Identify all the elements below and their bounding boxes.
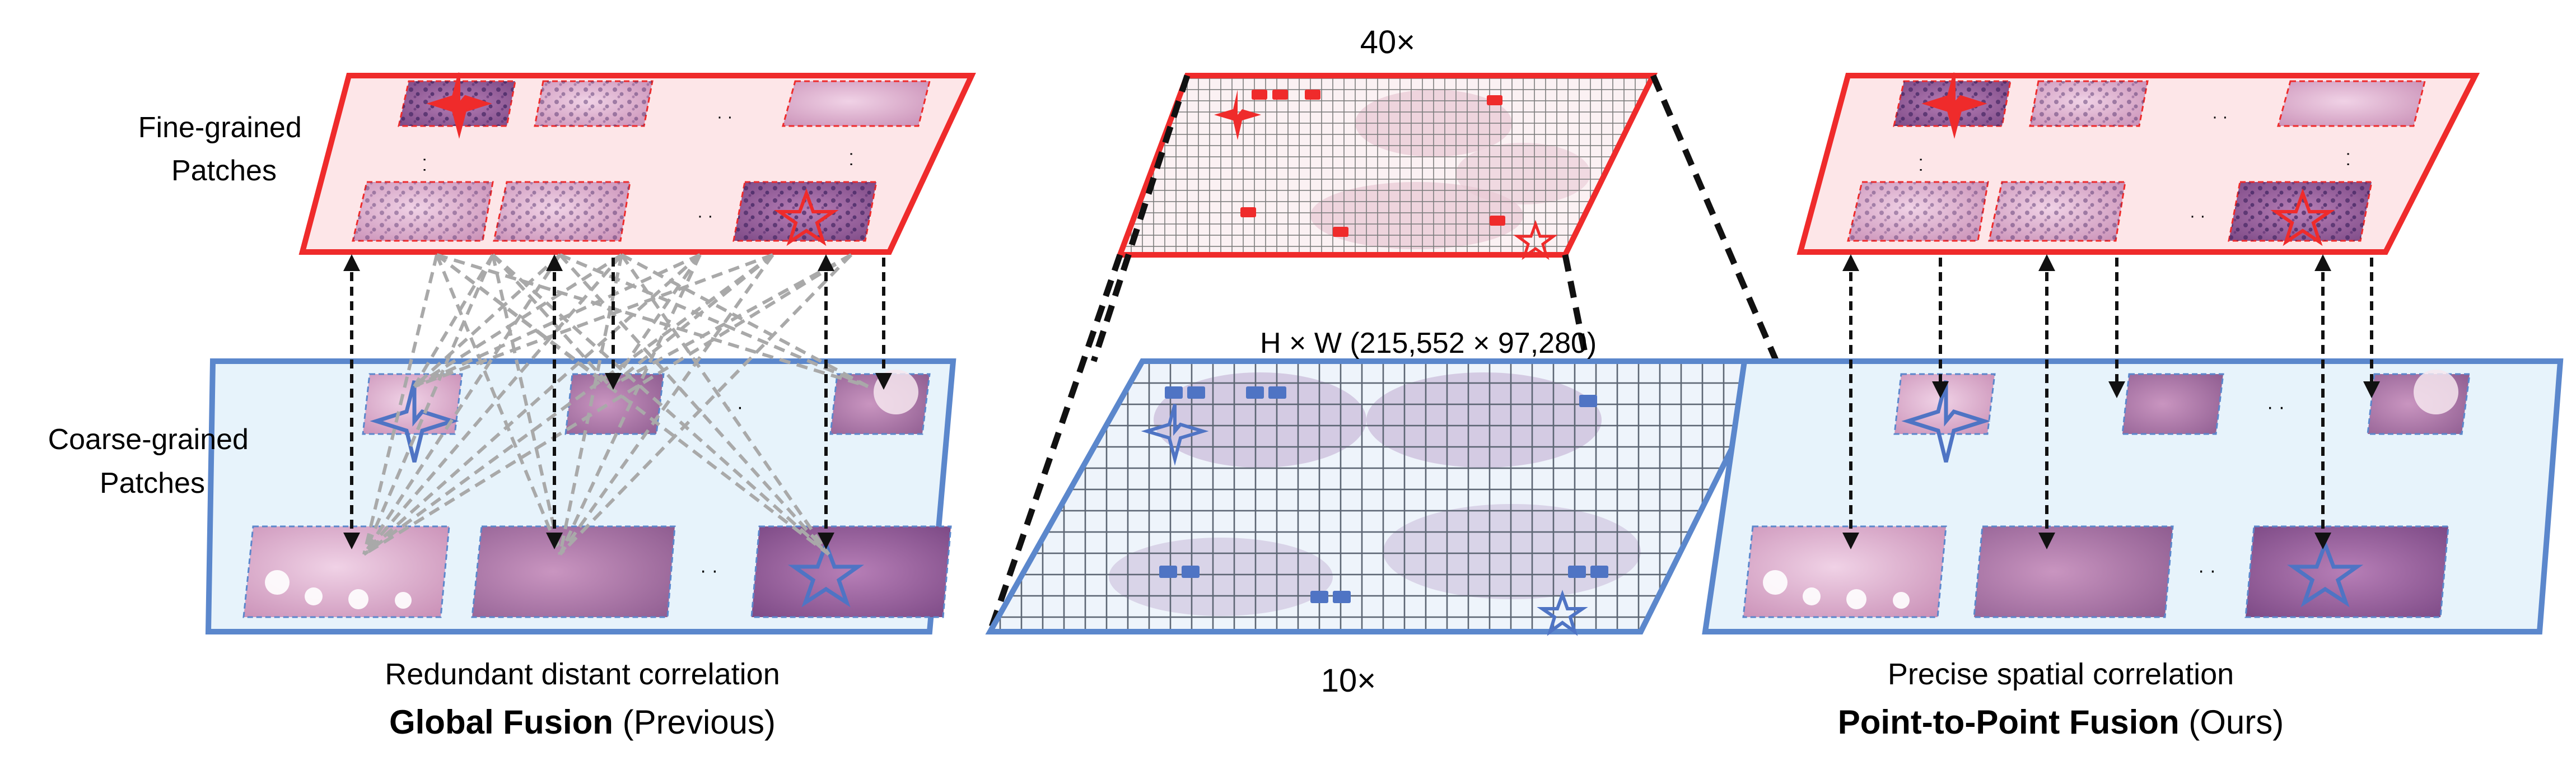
- ellipsis: · ·: [700, 560, 718, 581]
- ellipsis: · ·: [2212, 108, 2228, 126]
- star5-icon: [2286, 539, 2364, 608]
- patch-pair-icon: [1240, 90, 1505, 237]
- star4-icon: [426, 72, 492, 139]
- ellipsis: · ·: [843, 151, 861, 167]
- fine-patches-left: [352, 80, 931, 242]
- mag-40x-label: 40×: [1360, 24, 1415, 60]
- ellipsis: · ·: [2198, 560, 2216, 581]
- left-panel: · · · · · · · · · · · ·: [48, 72, 976, 741]
- coarse-patches-left: [242, 370, 952, 618]
- star5-icon: [774, 188, 839, 246]
- star4-icon: [1141, 404, 1209, 466]
- fine-patch: [2030, 81, 2148, 126]
- fine-patch: [2229, 182, 2372, 241]
- patch-pair-icon: [1159, 386, 1608, 603]
- ellipsis: · ·: [2190, 207, 2205, 225]
- fine-patch: [1848, 182, 1988, 241]
- ellipsis: · ·: [1912, 157, 1931, 172]
- fine-patch: [782, 80, 931, 127]
- fine-patch: [1989, 182, 2125, 241]
- distant-correlation-lines: [362, 253, 869, 556]
- fine-patches-right: [1847, 80, 2426, 242]
- star5-icon: [787, 539, 865, 608]
- mag-10x-label: 10×: [1321, 662, 1376, 699]
- fine-patch: [535, 81, 652, 126]
- star5-icon: [1537, 590, 1588, 636]
- caption-left-line2: Global Fusion (Previous): [389, 703, 776, 741]
- ellipsis: · ·: [697, 207, 713, 225]
- fine-patch: [734, 182, 876, 241]
- fine-patch: [353, 182, 493, 241]
- point-arrows-left: [343, 254, 892, 549]
- fine-grained-label: Fine-grained Patches: [138, 111, 310, 187]
- dimension-label: H × W (215,552 × 97,280): [1260, 327, 1597, 360]
- star4-icon: [370, 380, 459, 463]
- coarse-patch: [471, 525, 676, 618]
- star5-icon: [2270, 188, 2335, 246]
- caption-right-line2: Point-to-Point Fusion (Ours): [1838, 703, 2284, 741]
- wsi-10x-border: [985, 358, 1780, 634]
- fine-patch: [2277, 80, 2426, 127]
- ellipsis: · ·: [2340, 151, 2358, 167]
- ellipsis: · ·: [717, 108, 732, 126]
- coarse-patch: [2121, 373, 2224, 435]
- star5-icon: [1513, 220, 1558, 260]
- coarse-grained-label: Coarse-grained Patches: [48, 423, 257, 500]
- caption-right-line1: Precise spatial correlation: [1888, 657, 2234, 691]
- center-panel: 40×: [985, 24, 1780, 699]
- star4-icon: [1214, 90, 1261, 140]
- ellipsis: · ·: [2267, 396, 2285, 418]
- coarse-patch: [1973, 525, 2174, 618]
- right-panel: · · · · · · · · · · · ·: [1702, 72, 2564, 741]
- fine-patch: [494, 182, 630, 241]
- point-arrows-right: [1842, 254, 2380, 549]
- caption-left-line1: Redundant distant correlation: [385, 657, 780, 691]
- coarse-patches-right: [1742, 370, 2471, 618]
- ellipsis: · ·: [416, 157, 435, 172]
- star4-icon: [1921, 72, 1987, 139]
